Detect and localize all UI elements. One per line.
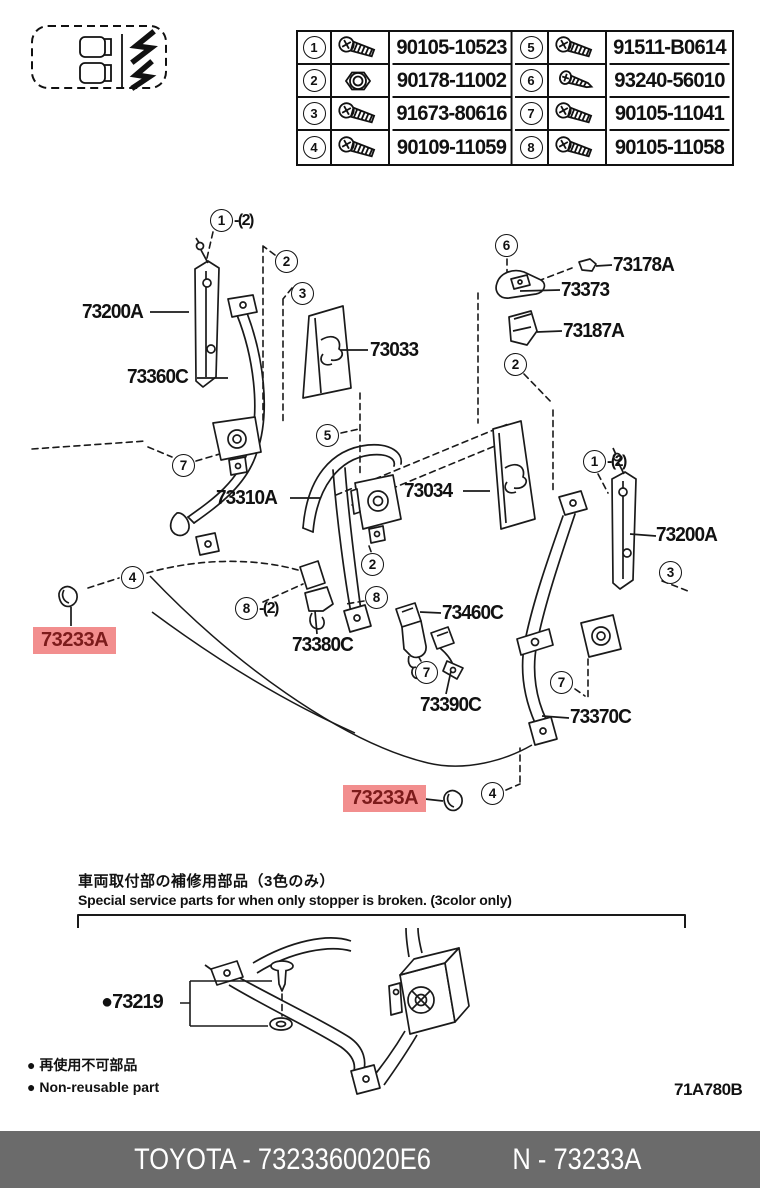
part-number: 90105-10523 xyxy=(392,32,513,65)
fastener-number-badge: 8 xyxy=(519,136,543,159)
label-73187a: 73187A xyxy=(563,320,625,342)
fastener-row: 1 90105-10523 5 91511-B0614 xyxy=(298,32,732,65)
label-73233a-bottom-highlighted: 73233A xyxy=(343,785,427,812)
part-number: 93240-56010 xyxy=(609,65,730,98)
callout-2-right: 2 xyxy=(504,353,528,376)
bolt-icon xyxy=(554,100,594,126)
callout-5-center: 5 xyxy=(316,424,340,447)
part-number: 90105-11041 xyxy=(609,98,730,131)
part-number: 90105-11058 xyxy=(614,135,725,159)
callout-3-right: 3 xyxy=(659,561,683,584)
label-73460c: 73460C xyxy=(442,602,504,624)
label-73373: 73373 xyxy=(561,279,610,301)
non-reusable-legend: ● 再使用不可部品 ● Non-reusable part xyxy=(27,1054,159,1099)
callout-4-left: 4 xyxy=(121,566,145,589)
callout-3-top: 3 xyxy=(291,282,315,305)
callout-2-top: 2 xyxy=(275,250,299,273)
callout-7-left: 7 xyxy=(172,454,196,477)
service-note-english: Special service parts for when only stop… xyxy=(78,892,512,908)
fastener-number-badge: 5 xyxy=(519,36,543,59)
part-number: 91511-B0614 xyxy=(609,32,730,65)
nut-icon xyxy=(345,71,371,90)
label-73370c: 73370C xyxy=(570,706,632,728)
floor-outline xyxy=(149,575,533,767)
bolt-icon xyxy=(337,134,377,160)
leader-lines xyxy=(70,264,657,802)
part-number: 90109-11059 xyxy=(393,131,513,164)
part-number: 90178-11002 xyxy=(392,65,513,98)
callout-1-top: 1-(2) xyxy=(210,209,254,232)
fastener-number-badge: 3 xyxy=(302,102,326,125)
label-73380c: 73380C xyxy=(292,634,354,656)
hard-parts-art xyxy=(58,237,637,812)
service-note-japanese: 車両取付部の補修用部品（3色のみ） xyxy=(78,873,335,890)
fastener-table: 1 90105-10523 5 91511-B0614 2 90178-1100… xyxy=(296,30,734,166)
fastener-number-badge: 1 xyxy=(302,36,326,59)
car-top-view-icon xyxy=(31,25,167,91)
fastener-row: 3 91673-80616 7 90105-11041 xyxy=(298,98,732,131)
service-section-art xyxy=(77,914,686,1095)
callout-7-mid: 7 xyxy=(415,661,439,684)
label-73390c: 73390C xyxy=(420,694,482,716)
non-reusable-bullet-icon: ● xyxy=(101,991,113,1013)
bolt-icon xyxy=(554,34,594,60)
fastener-row: 4 90109-11059 8 90105-11058 xyxy=(298,131,732,164)
legend-line-jp: ● 再使用不可部品 xyxy=(27,1057,138,1073)
screw-icon xyxy=(557,68,595,93)
label-73219: ●73219 xyxy=(101,991,164,1013)
label-73033: 73033 xyxy=(370,339,419,361)
bolt-icon xyxy=(337,100,377,126)
part-number: 91673-80616 xyxy=(392,98,513,131)
fastener-number-badge: 7 xyxy=(519,102,543,125)
bolt-icon xyxy=(337,34,377,60)
callout-8-mid: 8 xyxy=(365,586,389,609)
label-73360c: 73360C xyxy=(127,366,189,388)
callout-2-mid: 2 xyxy=(361,553,385,576)
footer-figure-ref: N - 73233A xyxy=(512,1142,642,1176)
fastener-row: 2 90178-11002 6 93240-56010 xyxy=(298,65,732,98)
callout-8-2-mid: 8-(2) xyxy=(235,597,279,620)
callout-1-right: 1-(2) xyxy=(583,450,627,473)
label-73200a-right: 73200A xyxy=(656,524,718,546)
label-73310a: 73310A xyxy=(216,487,278,509)
fastener-number-badge: 2 xyxy=(302,69,326,92)
label-73034: 73034 xyxy=(404,480,453,502)
legend-line-en: ● Non-reusable part xyxy=(27,1079,160,1096)
fastener-number-badge: 4 xyxy=(302,136,326,159)
bolt-icon xyxy=(554,134,594,160)
label-73178a: 73178A xyxy=(613,254,675,276)
fastener-number-badge: 6 xyxy=(519,69,543,92)
footer-bar: TOYOTA - 7323360020E6 N - 73233A xyxy=(0,1131,760,1188)
label-73233a-left-highlighted: 73233A xyxy=(33,627,117,654)
callout-7-right: 7 xyxy=(550,671,574,694)
footer-catalog-ref: TOYOTA - 7323360020E6 xyxy=(133,1142,431,1176)
diagram-code: 71A780B xyxy=(674,1080,743,1099)
callout-6-roof: 6 xyxy=(495,234,519,257)
callout-4-bottom: 4 xyxy=(481,782,505,805)
label-73200a-left: 73200A xyxy=(82,301,144,323)
